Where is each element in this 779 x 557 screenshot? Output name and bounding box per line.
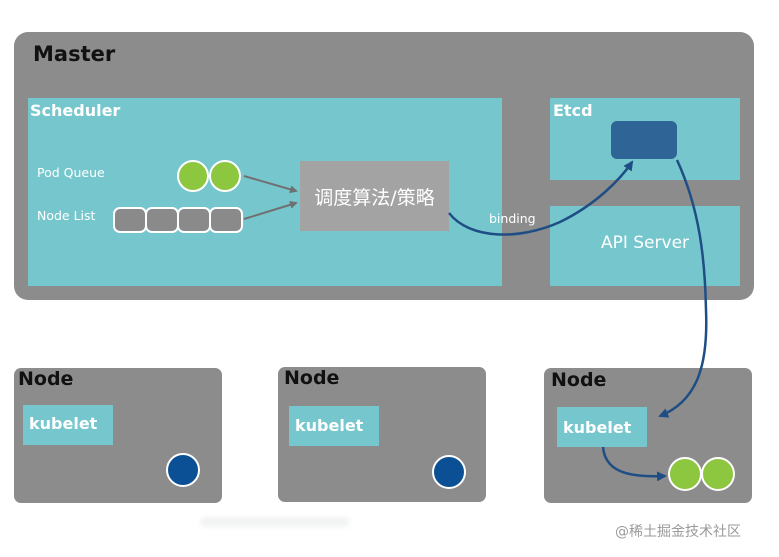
node-title: Node [284,367,340,389]
kubelet-label: kubelet [563,418,632,437]
node-list-item [209,207,243,233]
scheduled-pod [701,457,735,491]
scheduling-algorithm-box [300,161,449,231]
node-list-item [145,207,179,233]
node-title: Node [551,369,607,391]
binding-label: binding [489,211,536,226]
node-list-item [113,207,147,233]
node-title: Node [18,368,74,390]
scheduled-pod [668,457,702,491]
pod-queue-item [209,160,241,192]
kubelet-box [289,406,379,446]
scheduling-algorithm-label: 调度算法/策略 [314,186,435,209]
api-server-label: API Server [600,233,690,253]
node-list-label: Node List [37,208,96,223]
node-list-item [177,207,211,233]
etcd-store [611,121,677,159]
pod-queue-item [177,160,209,192]
pod [432,455,466,489]
master-title: Master [33,42,116,66]
decorative-shadow [200,517,350,527]
etcd-title: Etcd [553,101,593,120]
pod [166,453,200,487]
kubelet-label: kubelet [295,416,364,435]
scheduler-title: Scheduler [30,101,121,120]
pod-queue-label: Pod Queue [37,165,105,180]
kubelet-label: kubelet [29,414,98,433]
kubelet-box [23,405,113,445]
watermark: @稀土掘金技术社区 [615,524,741,540]
kubelet-box [557,407,647,447]
